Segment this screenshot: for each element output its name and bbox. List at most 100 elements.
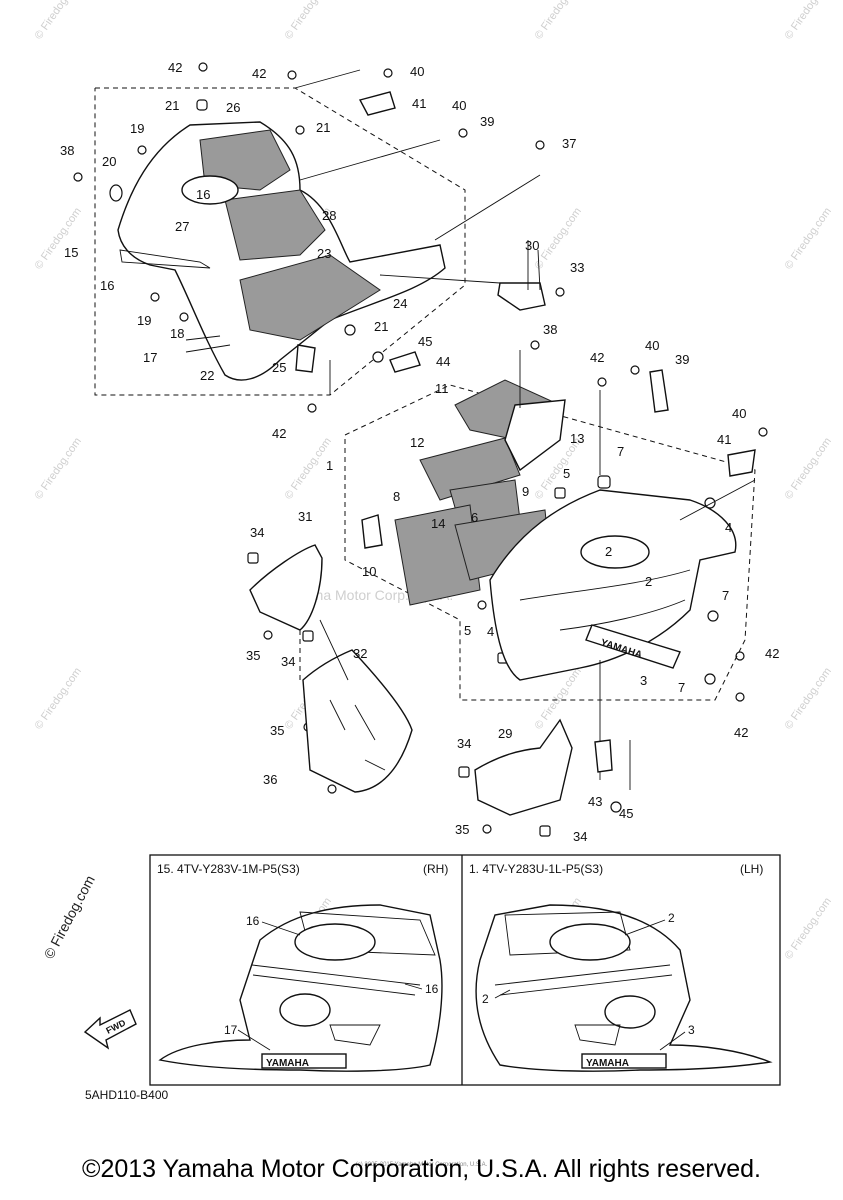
- rh-duct-opening: [181, 175, 239, 205]
- callout: 35: [246, 648, 260, 663]
- watermark-site: © Firedog.com: [783, 666, 834, 732]
- callout: 3: [640, 673, 647, 688]
- callout: 16: [100, 278, 114, 293]
- callout: 42: [734, 725, 748, 740]
- callout: 38: [60, 143, 74, 158]
- watermark-site: © Firedog.com: [783, 436, 834, 502]
- callout: 10: [362, 564, 376, 579]
- callout: 21: [374, 319, 388, 334]
- callout: 16: [196, 187, 210, 202]
- callout: 45: [418, 334, 432, 349]
- callout: 42: [252, 66, 266, 81]
- callout: 34: [457, 736, 471, 751]
- callout: 34: [281, 654, 295, 669]
- watermark-site: © Firedog.com: [283, 0, 334, 42]
- inset-rh-cowling: [158, 904, 443, 1072]
- watermark-site-side: © Firedog.com: [41, 873, 98, 962]
- fwd-arrow: FWD: [83, 1009, 137, 1050]
- inset-callout: 2: [668, 911, 675, 925]
- callout: 11: [435, 381, 449, 396]
- callout: 28: [322, 208, 336, 223]
- inset-lh-cowling: [475, 904, 773, 1072]
- callout: 23: [317, 246, 331, 261]
- callout: 41: [717, 432, 731, 447]
- callout: 21: [316, 120, 330, 135]
- color-code-inset: 15. 4TV-Y283V-1M-P5(S3) (RH) 1. 4TV-Y283…: [149, 854, 781, 1086]
- callout: 35: [455, 822, 469, 837]
- callout: 27: [175, 219, 189, 234]
- callout: 24: [393, 296, 407, 311]
- rh-stay: [497, 282, 546, 311]
- callout: 7: [722, 588, 729, 603]
- callout: 39: [480, 114, 494, 129]
- callout: 19: [130, 121, 144, 136]
- rh-cowling-group: [94, 69, 546, 396]
- inset-rh-brand: YAMAHA: [266, 1058, 309, 1069]
- small-copyright-note: (c) 2005-2015 Yamaha Motor Corporation, …: [355, 1162, 488, 1168]
- callout: 40: [410, 64, 424, 79]
- callout: 40: [732, 406, 746, 421]
- inset-right-title: 1. 4TV-Y283U-1L-P5(S3): [469, 862, 603, 876]
- inset-left-side: (RH): [423, 862, 448, 876]
- rh-side-foam: [224, 189, 326, 261]
- callout: 14: [431, 516, 445, 531]
- callout: 40: [452, 98, 466, 113]
- inset-callout: 16: [246, 914, 260, 928]
- callout: 42: [765, 646, 779, 661]
- under-brackets: [249, 544, 613, 816]
- callout: 17: [143, 350, 157, 365]
- callout: 5: [563, 466, 570, 481]
- bracket-31: [249, 544, 323, 631]
- callout: 15: [64, 245, 78, 260]
- inset-callout: 3: [688, 1023, 695, 1037]
- lh-foam-12: [419, 437, 521, 501]
- callout: 34: [250, 525, 264, 540]
- callout: 42: [272, 426, 286, 441]
- callout: 19: [137, 313, 151, 328]
- callout: 25: [272, 360, 286, 375]
- callout: 6: [471, 510, 478, 525]
- callout: 29: [498, 726, 512, 741]
- callout: 8: [393, 489, 400, 504]
- bracket-29: [474, 718, 573, 816]
- callout: 32: [353, 646, 367, 661]
- copyright-footer: ©2013 Yamaha Motor Corporation, U.S.A. A…: [82, 1155, 761, 1183]
- watermark-site: © Firedog.com: [33, 436, 84, 502]
- watermark-site: © Firedog.com: [783, 206, 834, 272]
- lh-cowling-panel: [489, 489, 737, 681]
- callouts: 42 42 21 26 40 41 40 39 37 19 21 38 20 1…: [60, 60, 779, 844]
- inset-left-title: 15. 4TV-Y283V-1M-P5(S3): [157, 862, 300, 876]
- callout: 4: [725, 520, 732, 535]
- watermark-site: © Firedog.com: [783, 0, 834, 42]
- callout: 36: [263, 772, 277, 787]
- callout: 12: [410, 435, 424, 450]
- callout: 26: [226, 100, 240, 115]
- rh-lower-foam: [239, 254, 381, 341]
- callout: 7: [617, 444, 624, 459]
- callout: 43: [588, 794, 602, 809]
- callout: 45: [619, 806, 633, 821]
- callout: 42: [590, 350, 604, 365]
- rh-bracket: [358, 91, 396, 116]
- lh-duct-13: [504, 399, 566, 472]
- inset-frame: [149, 854, 781, 1086]
- lh-decal-3: [585, 624, 681, 669]
- callout: 5: [464, 623, 471, 638]
- watermark-site: © Firedog.com: [33, 206, 84, 272]
- callout: 20: [102, 154, 116, 169]
- callout: 41: [412, 96, 426, 111]
- lh-bracket-41: [727, 449, 756, 477]
- inset-callout: 16: [425, 982, 439, 996]
- watermark-site: © Firedog.com: [533, 0, 584, 42]
- callout: 1: [326, 458, 333, 473]
- inset-lh-brand: YAMAHA: [586, 1058, 629, 1069]
- diagram-code: 5AHD110-B400: [85, 1088, 168, 1102]
- callout: 38: [543, 322, 557, 337]
- callout: 44: [436, 354, 450, 369]
- lh-bracket-10: [361, 514, 383, 549]
- callout: 21: [165, 98, 179, 113]
- watermark-site: © Firedog.com: [33, 0, 84, 42]
- callout: 9: [522, 484, 529, 499]
- inset-right-side: (LH): [740, 862, 763, 876]
- callout: 37: [562, 136, 576, 151]
